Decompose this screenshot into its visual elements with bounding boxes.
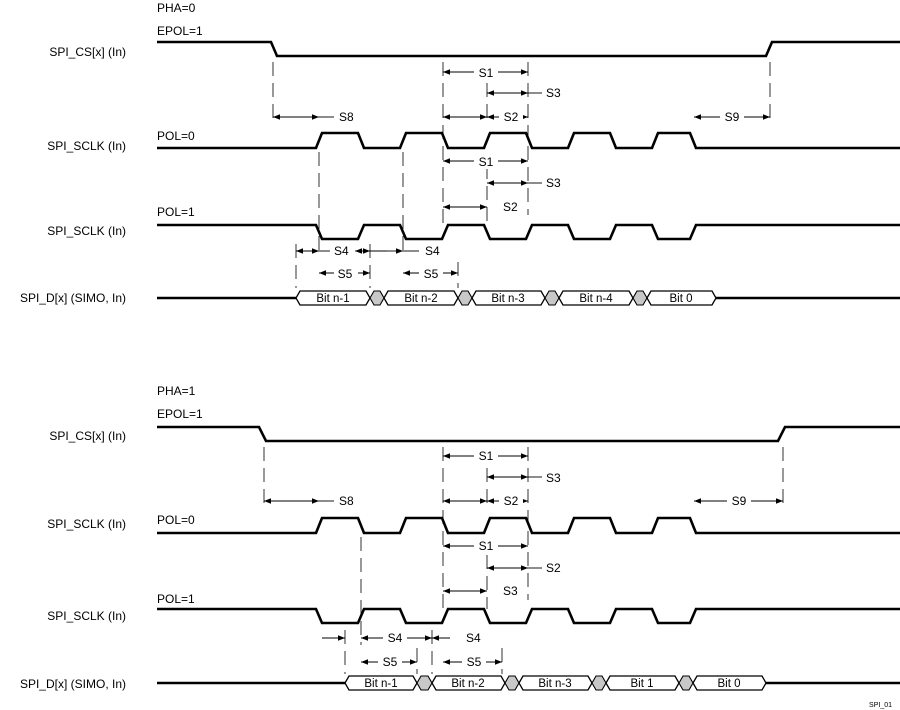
sclk-pol0-waveform [157,131,900,150]
timing-label-s5: S5 [383,655,398,669]
sclk-pol1-waveform [157,223,900,241]
sclk-pol1-signal-label: SPI_SCLK (In) [47,609,126,623]
timing-label-s5: S5 [338,267,353,281]
timing-label-s2: S2 [504,494,519,508]
data-bus: Bit n-1 Bit n-2 Bit n-3 Bit n-4 Bit 0 [295,290,717,306]
timing-label-s3: S3 [546,176,561,190]
timing-label-s5: S5 [467,655,482,669]
panel-pha0: PHA=0 EPOL=1 SPI_CS[x] (In) SPI_SCLK (In… [20,1,900,306]
epol-label: EPOL=1 [157,24,203,38]
timing-label-s5: S5 [424,267,439,281]
timing-label-s9: S9 [732,494,747,508]
sclk-pol0-signal-label: SPI_SCLK (In) [47,139,126,153]
cs-waveform [157,425,900,443]
bit-label: Bit 1 [630,678,653,690]
bit-label: Bit n-1 [364,678,397,690]
bit-label: Bit n-3 [538,678,571,690]
bit-transition [416,675,433,691]
timing-label-s4: S4 [388,631,403,645]
bit-label: Bit n-3 [491,293,524,305]
data-signal-label: SPI_D[x] (SIMO, In) [20,291,126,305]
pol0-label: POL=0 [157,129,195,143]
reference-lines [263,447,784,674]
bit-transition [369,290,385,306]
epol-label: EPOL=1 [157,407,203,421]
bit-label: Bit n-2 [451,678,484,690]
timing-label-s4: S4 [466,631,481,645]
pol0-label: POL=0 [157,513,195,527]
cs-waveform [157,40,900,58]
pol1-label: POL=1 [157,205,195,219]
timing-label-s2: S2 [504,110,519,124]
bit-label: Bit 0 [717,678,740,690]
data-signal-label: SPI_D[x] (SIMO, In) [20,677,126,691]
bit-transition [504,675,520,691]
sclk-pol0-waveform [157,516,900,535]
bit-transition [678,675,694,691]
bit-label: Bit n-2 [404,293,437,305]
timing-label-s1: S1 [479,539,494,553]
timing-label-s2: S2 [503,200,518,214]
bit-transition [591,675,607,691]
timing-label-s1: S1 [479,66,494,80]
sclk-pol0-signal-label: SPI_SCLK (In) [47,517,126,531]
timing-label-s8: S8 [339,110,354,124]
figure-id: SPI_01 [869,702,892,709]
timing-label-s2: S2 [546,561,561,575]
timing-label-s3: S3 [546,86,561,100]
timing-markers: S1 S3 S2 S8 S9 S1 S3 S2 S4 [273,64,770,288]
data-bus: Bit n-1 Bit n-2 Bit n-3 Bit 1 Bit 0 [344,675,767,691]
timing-label-s1: S1 [479,155,494,169]
bit-cell [692,675,767,691]
bit-transition [544,290,560,306]
timing-label-s8: S8 [339,494,354,508]
bit-label: Bit n-1 [316,293,349,305]
bit-label: Bit n-4 [579,293,613,305]
pha-label: PHA=0 [157,1,196,15]
timing-label-s1: S1 [479,449,494,463]
cs-signal-label: SPI_CS[x] (In) [49,429,126,443]
timing-label-s9: S9 [725,110,740,124]
timing-label-s3: S3 [546,471,561,485]
pol1-label: POL=1 [157,592,195,606]
timing-label-s4: S4 [425,244,440,258]
timing-markers: S1 S3 S2 S8 S9 S1 S2 S3 S [264,448,783,670]
sclk-pol1-signal-label: SPI_SCLK (In) [47,224,126,238]
bit-cell [646,290,717,306]
timing-label-s3: S3 [503,584,518,598]
bit-transition [457,290,473,306]
panel-pha1: PHA=1 EPOL=1 SPI_CS[x] (In) SPI_SCLK (In… [20,384,900,691]
bit-label: Bit 0 [669,293,692,305]
sclk-pol1-waveform [157,607,900,625]
cs-signal-label: SPI_CS[x] (In) [49,45,126,59]
bit-transition [632,290,648,306]
pha-label: PHA=1 [157,384,196,398]
timing-label-s4: S4 [334,244,349,258]
